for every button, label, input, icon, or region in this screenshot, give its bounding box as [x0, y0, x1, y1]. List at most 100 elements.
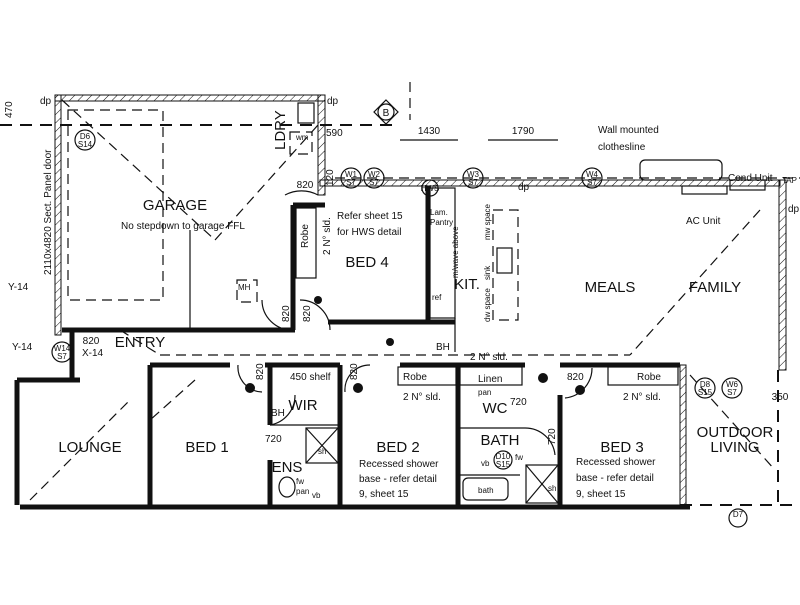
label-bed4: BED 4: [345, 254, 388, 271]
note-dp: dp: [518, 182, 530, 193]
door-swing: [269, 394, 296, 426]
svg-text:D6: D6: [80, 132, 91, 141]
dim-350: 350: [772, 392, 789, 403]
shower-label: sh: [548, 484, 556, 493]
shower-note: Recessed shower: [576, 457, 656, 468]
door-swing: [524, 427, 556, 456]
label-lounge: LOUNGE: [58, 439, 121, 456]
linen-cupboard: [459, 366, 523, 386]
pan-label: pan: [296, 487, 309, 496]
shower: [525, 464, 559, 504]
grid-x14: X-14: [82, 348, 104, 359]
roof-line: [119, 329, 161, 356]
light-fitting: [314, 296, 322, 304]
light-fitting: [353, 383, 363, 393]
dim-470: 470: [4, 101, 15, 118]
shower-note: Recessed shower: [359, 459, 439, 470]
label-kitchen: KIT.: [454, 276, 480, 293]
hws-note: Refer sheet 15: [337, 211, 403, 222]
dim-1430: 1430: [418, 126, 441, 137]
sliding-door-label: 2 N° sld.: [623, 392, 661, 403]
north-wall: [319, 179, 781, 187]
roof-line: [689, 374, 776, 471]
wall: [679, 364, 687, 508]
wm-label: wm: [295, 133, 309, 142]
floor-waste-label: fw: [515, 453, 523, 462]
hws-label: HWS: [421, 184, 440, 193]
light-fitting: [538, 373, 548, 383]
label-living: LIVING: [710, 439, 759, 456]
dw-space-label: dw space: [483, 288, 492, 322]
sliding-door-label: 2 N° sld.: [403, 392, 441, 403]
svg-text:W4: W4: [586, 170, 599, 179]
label-bed2: BED 2: [376, 439, 419, 456]
shower-label: sh: [318, 447, 326, 456]
laundry-tub: [297, 102, 315, 124]
island-bench: [492, 209, 519, 321]
dim-1790: 1790: [512, 126, 535, 137]
door-720: 720: [510, 397, 527, 408]
door-swing: [284, 190, 319, 196]
robe-unit: [607, 366, 679, 386]
ac-unit: [681, 185, 728, 195]
roof-line: [61, 99, 216, 241]
garage-door-label: 2110x4820 Sect. Panel door: [43, 149, 54, 275]
door-820: 820: [255, 363, 266, 380]
svg-text:S7: S7: [727, 388, 737, 397]
svg-text:D7: D7: [733, 510, 744, 519]
label-bed3: BED 3: [600, 439, 643, 456]
svg-text:S7: S7: [369, 178, 379, 187]
pantry-label: Pantry: [430, 218, 453, 227]
svg-text:B: B: [383, 108, 390, 119]
label-wir: WIR: [288, 397, 317, 414]
light-fitting: [575, 385, 585, 395]
vanity-label: vb: [312, 491, 321, 500]
roof-line: [629, 209, 761, 356]
hws-note: for HWS detail: [337, 227, 401, 238]
label-wc: WC: [483, 400, 508, 417]
pan-label: pan: [478, 388, 491, 397]
door-820: 820: [349, 363, 360, 380]
svg-text:W1: W1: [345, 170, 358, 179]
roof-line: [149, 379, 196, 421]
roof-line: [29, 399, 131, 501]
svg-text:S7: S7: [346, 178, 356, 187]
dim-590: 590: [326, 128, 343, 139]
shower: [305, 427, 339, 464]
svg-text:D8: D8: [700, 380, 711, 389]
door-swing: [299, 299, 331, 331]
bath-label: bath: [478, 486, 494, 495]
floor-waste-label: fw: [296, 477, 304, 486]
garage-left-wall: [54, 94, 62, 336]
robe-label: Robe: [637, 372, 661, 383]
label-entry: ENTRY: [115, 334, 166, 351]
toilet: [278, 476, 296, 498]
linen-label: Linen: [478, 374, 502, 385]
door-swing: [237, 364, 263, 393]
svg-text:S15: S15: [496, 460, 511, 469]
grid-y14: Y-14: [12, 342, 33, 353]
svg-text:W3: W3: [467, 170, 480, 179]
door-820: 820: [567, 372, 584, 383]
door-720: 720: [265, 434, 282, 445]
door-720: 720: [547, 428, 558, 445]
label-meals: MEALS: [585, 279, 636, 296]
mw-space-label: mw space: [483, 203, 492, 240]
note-dp: dp: [40, 96, 52, 107]
mh-label: MH: [238, 283, 251, 292]
sink-label: sink: [483, 265, 492, 280]
mwave-label: m/wave above: [451, 226, 460, 278]
label-outdoor: OUTDOOR: [697, 424, 774, 441]
door-820: 820: [297, 180, 314, 191]
dim-120: 120: [325, 169, 336, 186]
svg-text:W6: W6: [726, 380, 739, 389]
